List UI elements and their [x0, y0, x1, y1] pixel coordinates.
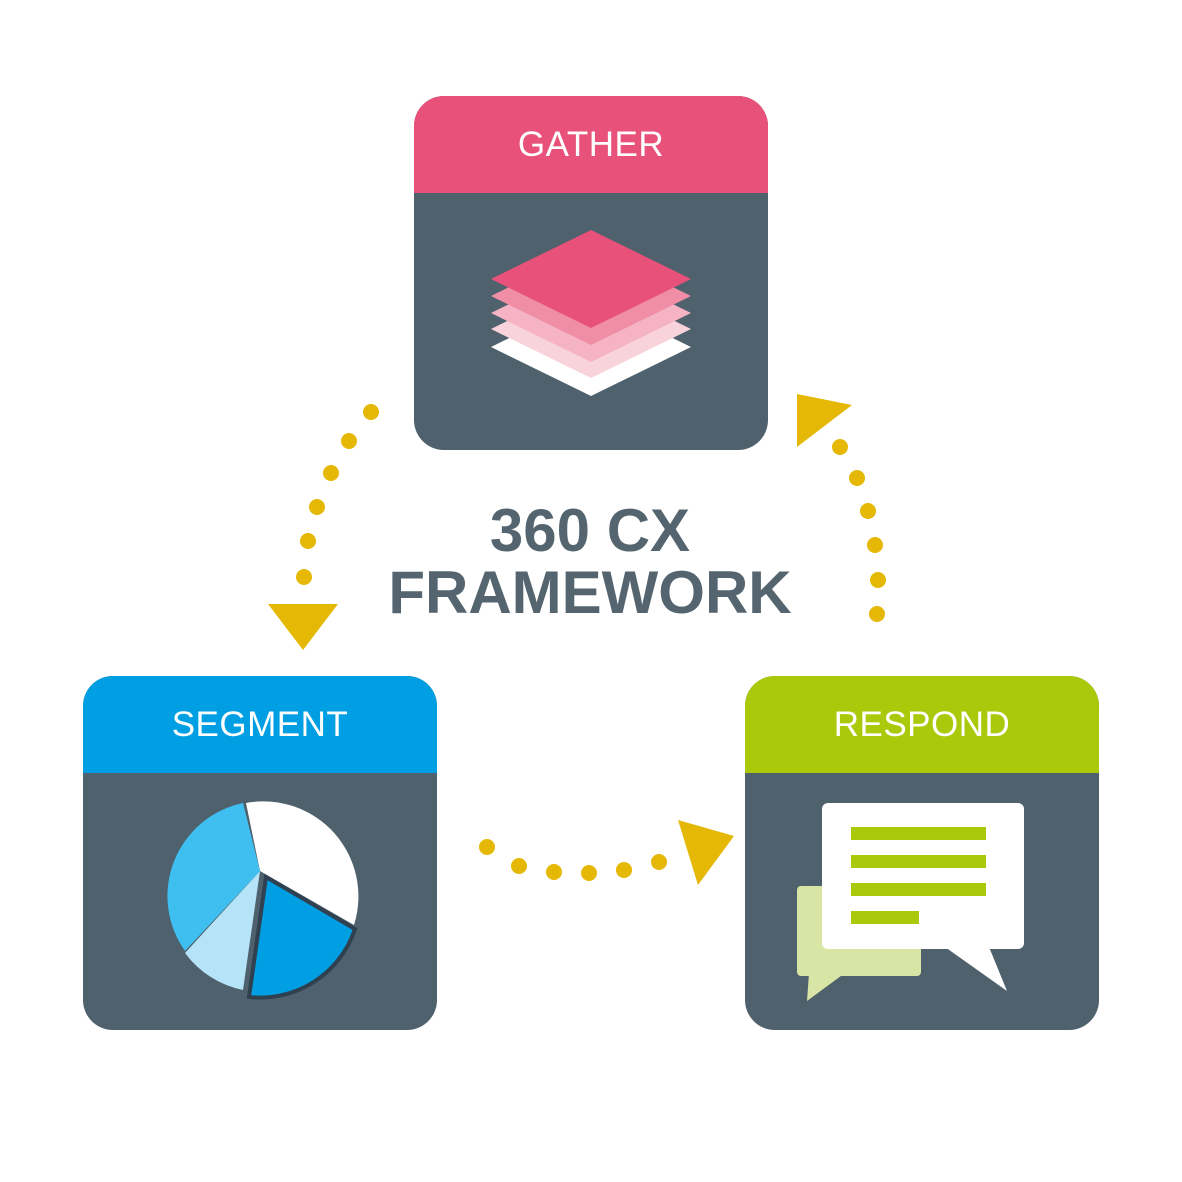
arrow-head-up-icon — [797, 394, 852, 447]
message-line-3 — [851, 883, 986, 896]
framework-title: 360 CX FRAMEWORK — [330, 500, 850, 624]
message-line-4 — [851, 911, 919, 924]
arrow-head-right-icon — [678, 820, 734, 885]
layers-icon — [491, 230, 691, 396]
flow-dot — [300, 533, 316, 549]
segment-header: SEGMENT — [83, 676, 437, 773]
respond-label: RESPOND — [833, 704, 1011, 744]
framework-title-line-1: 360 CX — [489, 497, 691, 564]
gather-header: GATHER — [414, 96, 768, 193]
flow-dot — [323, 465, 339, 481]
pie-slice-pale-blue — [185, 871, 260, 990]
flow-dot — [832, 439, 848, 455]
pie-slice-blue — [246, 873, 358, 1000]
respond-header: RESPOND — [745, 676, 1099, 773]
flow-dot — [511, 858, 527, 874]
flow-dot — [616, 862, 632, 878]
layer-1 — [491, 230, 691, 328]
flow-dot — [860, 503, 876, 519]
pie-slice-white — [246, 801, 359, 925]
segment-card: SEGMENT — [83, 676, 437, 1030]
flow-dot — [341, 433, 357, 449]
flow-dot — [651, 854, 667, 870]
gather-label: GATHER — [517, 124, 665, 164]
flow-arrow-segment-to-respond — [479, 820, 734, 885]
flow-dot — [309, 499, 325, 515]
flow-dot — [479, 839, 495, 855]
gather-body — [414, 193, 768, 450]
flow-dot — [870, 572, 886, 588]
respond-body — [745, 773, 1099, 1030]
segment-label: SEGMENT — [171, 704, 349, 744]
flow-dot — [296, 569, 312, 585]
flow-dot — [546, 864, 562, 880]
segment-body — [83, 773, 437, 1030]
arrow-head-down-icon — [268, 604, 338, 650]
flow-dot — [581, 865, 597, 881]
flow-dot — [867, 537, 883, 553]
flow-dot — [363, 404, 379, 420]
flow-dot — [869, 606, 885, 622]
pie-slice-light-blue — [167, 803, 260, 951]
framework-title-line-2: FRAMEWORK — [388, 559, 792, 626]
gather-card: GATHER — [414, 96, 768, 450]
flow-arrow-respond-to-gather — [797, 394, 886, 622]
message-line-2 — [851, 855, 986, 868]
respond-card: RESPOND — [745, 676, 1099, 1030]
pie-chart-icon — [167, 801, 359, 1000]
flow-dot — [849, 470, 865, 486]
message-line-1 — [851, 827, 986, 840]
chat-bubbles-icon — [797, 803, 1024, 1001]
flow-arrow-gather-to-segment — [268, 404, 379, 650]
